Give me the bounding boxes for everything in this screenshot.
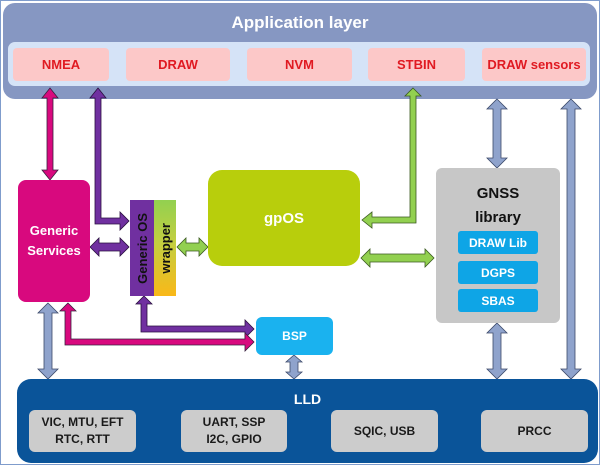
app-item-nmea: NMEA — [13, 48, 109, 81]
lld-item-line: SQIC, USB — [353, 423, 416, 438]
app-item-draw: DRAW — [126, 48, 230, 81]
app-item-stbin: STBIN — [368, 48, 465, 81]
app-item-draw-sensors: DRAW sensors — [482, 48, 586, 81]
arrow-wrapper-gpos — [176, 237, 209, 257]
application-layer-title: Application layer — [231, 13, 369, 32]
lld-item-line: UART, SSP — [202, 415, 266, 429]
generic-os-block: Generic OS — [130, 200, 154, 296]
gnss-item-dgps: DGPS — [458, 261, 538, 284]
generic-services-block: Generic Services — [18, 180, 90, 302]
arrow-generic-services-generic-os — [89, 237, 130, 257]
lld-item-line: RTC, RTT — [55, 432, 110, 446]
arrow-bsp-lld — [284, 354, 304, 380]
arrow-gpos-gnss — [360, 248, 435, 268]
gnss-item-draw-lib: DRAW Lib — [458, 231, 538, 254]
arrow-generic-os-bsp — [135, 295, 255, 339]
lld-item-line: PRCC — [517, 423, 552, 438]
gnss-library-title-line2: library — [475, 209, 521, 226]
lld-item-line: VIC, MTU, EFT — [41, 415, 124, 429]
generic-os-label: Generic OS — [134, 212, 150, 284]
wrapper-block: wrapper — [154, 200, 176, 296]
generic-services-label-line1: Generic — [29, 223, 79, 238]
arrow-nmea-generic-os — [89, 87, 130, 231]
arrow-generic-services-lld — [37, 302, 59, 380]
arrow-draw-sensors-gnss — [486, 98, 508, 169]
app-item-nvm: NVM — [247, 48, 352, 81]
bsp-block: BSP — [256, 317, 333, 355]
arrow-app-layer-lld — [560, 98, 582, 380]
lld-item-sqic-usb: SQIC, USB — [331, 410, 438, 452]
wrapper-label: wrapper — [157, 222, 173, 274]
gnss-item-sbas: SBAS — [458, 289, 538, 312]
arrow-generic-services-bsp — [59, 302, 255, 352]
arrow-stbin-gpos — [361, 87, 422, 229]
gpos-block: gpOS — [208, 170, 360, 266]
arrow-gnss-lld — [486, 322, 508, 380]
gnss-library-title-line1: GNSS — [476, 185, 520, 202]
lld-title: LLD — [293, 391, 322, 407]
lld-item-line: I2C, GPIO — [206, 432, 262, 446]
arrow-nmea-generic-services — [41, 87, 59, 181]
lld-item-prcc: PRCC — [481, 410, 588, 452]
bsp-label: BSP — [282, 329, 307, 343]
generic-services-label-line2: Services — [27, 243, 81, 258]
lld-item-vic-mtu-eft-rtc-rtt: VIC, MTU, EFT RTC, RTT — [29, 410, 136, 452]
gpos-label: gpOS — [264, 209, 304, 227]
lld-item-uart-ssp-i2c-gpio: UART, SSP I2C, GPIO — [181, 410, 287, 452]
